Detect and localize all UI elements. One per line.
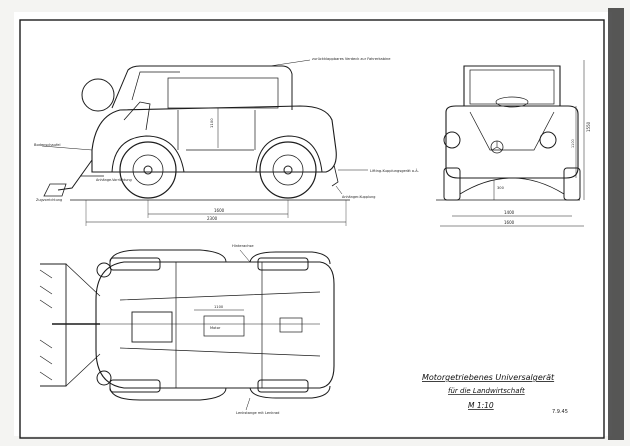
front-steering-wheel bbox=[495, 96, 529, 108]
right-headlamp bbox=[539, 131, 557, 149]
front-implement-arm bbox=[57, 159, 93, 191]
dim-clearance-value: 300 bbox=[497, 186, 505, 190]
drawing-title: Motorgetriebenes Universalgerät bbox=[422, 373, 555, 382]
label-engine: Motor bbox=[210, 326, 221, 330]
side-view-labels: zurückklappbares Verdeck zur Fahrerkabin… bbox=[34, 57, 419, 221]
front-grille-lines bbox=[469, 111, 555, 151]
windscreen bbox=[469, 69, 555, 105]
label-hitch: Zugvorrichtung bbox=[36, 198, 62, 202]
title-block: Motorgetriebenes Universalgerät für die … bbox=[422, 373, 568, 415]
front-left-wheel bbox=[443, 167, 461, 201]
top-left-headlamp bbox=[96, 262, 112, 278]
dim-inner-value: 1100 bbox=[214, 305, 224, 309]
top-front-left-wheel bbox=[109, 257, 161, 271]
axle-arc bbox=[459, 177, 565, 195]
dim-height-value: 1100 bbox=[209, 118, 214, 128]
label-roof: zurückklappbares Verdeck zur Fahrerkabin… bbox=[312, 57, 391, 61]
left-headlamp bbox=[443, 131, 461, 149]
top-implement-frame bbox=[40, 263, 67, 387]
side-view bbox=[41, 59, 368, 226]
gearbox bbox=[203, 315, 245, 337]
top-view bbox=[39, 249, 335, 411]
drawing-scale: M 1:10 bbox=[468, 401, 494, 410]
date-note: 7.9.45 bbox=[552, 409, 568, 415]
front-view-labels: 1550 1100 300 1400 1600 bbox=[497, 121, 591, 225]
dim-front-height-value: 1550 bbox=[586, 121, 591, 132]
canopy-frame bbox=[131, 71, 180, 101]
rear-wheel-hub bbox=[272, 154, 304, 186]
label-steering: Lenkstange mit Lenkrad bbox=[236, 411, 279, 415]
rear-hitch bbox=[331, 164, 339, 187]
emblem-star bbox=[491, 141, 503, 151]
label-towbar: Lifting-Kupplungsgerät o.Ä. bbox=[370, 168, 419, 173]
canopy-outline bbox=[111, 65, 293, 110]
top-rear-right-wheel bbox=[257, 379, 309, 393]
label-top-axle: Hinterachse bbox=[232, 244, 254, 248]
front-view bbox=[436, 60, 585, 227]
label-front-implement: Bodenschaufel bbox=[34, 143, 61, 147]
label-rear-coupling: Anhänger-Kupplung bbox=[342, 195, 375, 199]
implement-tines bbox=[39, 269, 53, 381]
top-right-headlamp bbox=[96, 370, 112, 386]
front-right-wheel bbox=[563, 167, 581, 201]
drawing-subtitle: für die Landwirtschaft bbox=[448, 387, 525, 395]
dim-front-body-value: 1100 bbox=[571, 139, 575, 148]
top-rear-fender-upper bbox=[249, 251, 331, 265]
rear-differential bbox=[279, 317, 303, 333]
label-coupling: Anhänge-Vorrichtung bbox=[96, 178, 132, 182]
top-rear-left-wheel bbox=[257, 257, 309, 271]
body-outline bbox=[91, 105, 337, 173]
top-body-outline bbox=[95, 261, 335, 389]
dim-track-value: 1400 bbox=[504, 210, 515, 215]
dim-length-value: 2300 bbox=[207, 216, 218, 221]
drawing-frame bbox=[19, 19, 605, 439]
engine-block bbox=[131, 311, 173, 343]
leader-top bbox=[239, 249, 251, 263]
dim-width-value: 1600 bbox=[504, 220, 515, 225]
rear-wheel bbox=[259, 141, 317, 199]
chassis-rails bbox=[119, 291, 321, 357]
front-cabin bbox=[463, 65, 561, 106]
paper-sheet bbox=[14, 12, 612, 436]
top-front-fender-lower bbox=[109, 387, 227, 401]
rear-fender bbox=[255, 135, 323, 173]
rear-axle bbox=[283, 165, 293, 175]
seat-outline bbox=[123, 101, 151, 131]
front-wheel bbox=[119, 141, 177, 199]
front-axle bbox=[143, 165, 153, 175]
leader-front bbox=[41, 145, 93, 151]
leader-bottom bbox=[245, 397, 251, 411]
leader-roof bbox=[269, 59, 311, 67]
top-view-labels: Hinterachse Lenkstange mit Lenkrad 1100 … bbox=[210, 244, 279, 415]
top-front-fender-upper bbox=[109, 249, 227, 263]
front-wheel-hub bbox=[132, 154, 164, 186]
spare-wheel bbox=[81, 78, 115, 112]
front-fender bbox=[111, 135, 185, 173]
paper-edge-shadow bbox=[608, 8, 624, 440]
implement-arms bbox=[65, 263, 101, 387]
top-front-right-wheel bbox=[109, 379, 161, 393]
front-implement-blade bbox=[43, 183, 67, 197]
leader-rear bbox=[335, 185, 343, 195]
dim-wheelbase-value: 1600 bbox=[214, 208, 225, 213]
top-rear-fender-lower bbox=[249, 385, 331, 399]
